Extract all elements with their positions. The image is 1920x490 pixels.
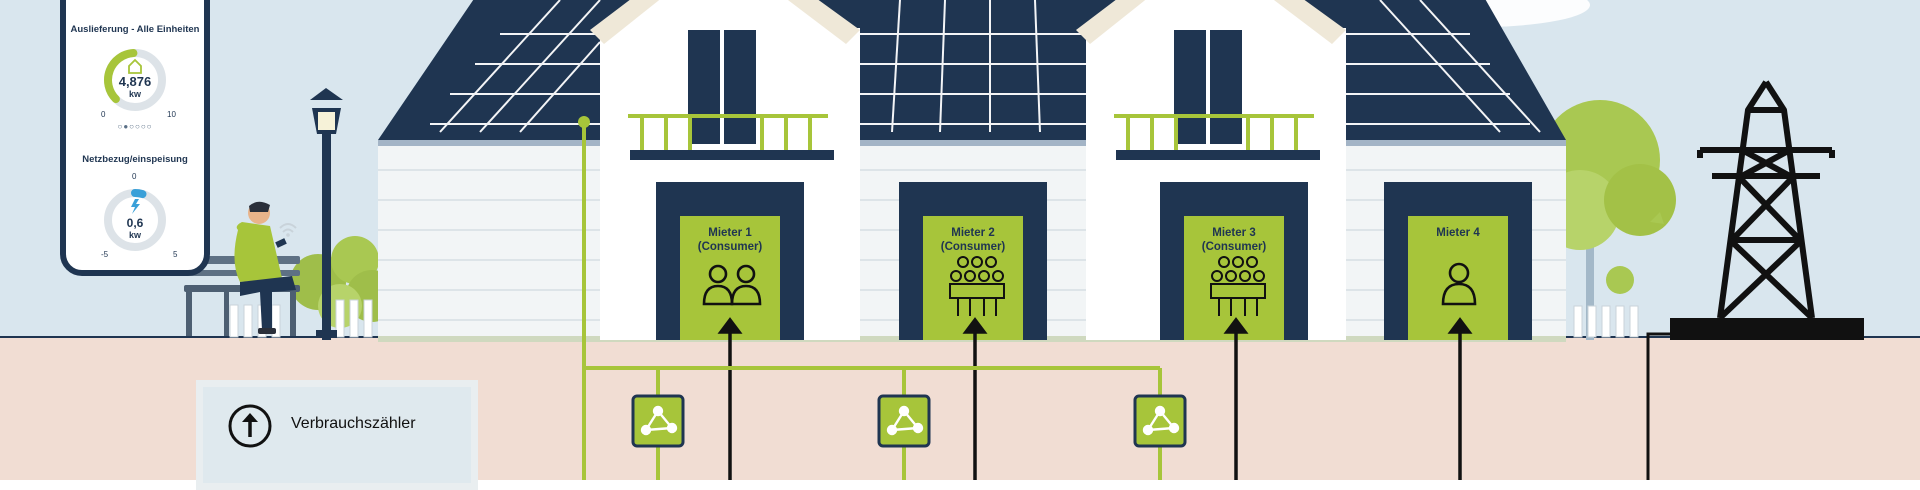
grid-max: 5 (173, 250, 178, 259)
grid-value: 0,6 (126, 216, 144, 230)
delivery-min: 0 (101, 110, 106, 119)
tenant-name: Mieter 2 (951, 227, 995, 239)
tenant-label-4: Mieter 4 (1408, 226, 1508, 240)
grid-gauge-fill (131, 188, 147, 199)
page-dots[interactable]: ○●○○○○ (117, 122, 153, 131)
tenant-label-2: Mieter 2 (Consumer) (923, 226, 1023, 254)
legend-label: Verbrauchszähler (291, 415, 416, 432)
tower-cable (1646, 332, 1670, 480)
delivery-max: 10 (167, 110, 176, 119)
tenant-name: Mieter 1 (708, 227, 752, 239)
delivery-gauge-fill (104, 49, 138, 104)
tenant-label-3: Mieter 3 (Consumer) (1184, 226, 1284, 254)
group-icon-3 (1210, 256, 1266, 316)
group-icon-2 (949, 256, 1005, 316)
smartphone-app: Auslieferung - Alle Einheiten 4,876 kw 0… (60, 0, 210, 276)
tenant-label-1: Mieter 1 (Consumer) (680, 226, 780, 254)
network-node-icon (631, 394, 685, 448)
tenant-role: (Consumer) (940, 241, 1006, 253)
grid-min: -5 (101, 250, 109, 259)
door-mieter-4 (1384, 182, 1532, 340)
tenant-name: Mieter 4 (1436, 227, 1480, 239)
power-line-node (578, 116, 590, 128)
home-icon (128, 58, 142, 74)
app-title: Auslieferung - Alle Einheiten (70, 24, 200, 35)
delivery-value: 4,876 (118, 74, 152, 89)
network-node-icon (1133, 394, 1187, 448)
right-fence (1573, 305, 1639, 338)
network-node-icon (877, 394, 931, 448)
house-roof (378, 0, 1566, 146)
legend-box: Verbrauchszähler (196, 380, 478, 490)
person-icon (1441, 262, 1477, 306)
lightning-icon (131, 199, 140, 214)
grid-gauge (104, 188, 166, 251)
door-mieter-1 (656, 182, 804, 340)
grid-unit: kw (128, 230, 141, 240)
transmission-tower-icon (1697, 80, 1835, 321)
delivery-unit: kw (128, 89, 141, 99)
grid-top: 0 (132, 172, 137, 181)
tenant-role: (Consumer) (697, 241, 763, 253)
meter-arrows (717, 317, 1473, 480)
grid-title: Netzbezug/einspeisung (82, 154, 188, 165)
lamp-post-icon (310, 88, 343, 340)
scene-illustration (0, 0, 1920, 480)
two-people-icon (702, 264, 762, 306)
tenant-name: Mieter 3 (1212, 227, 1256, 239)
up-arrow-circle-icon (228, 404, 272, 448)
tower-base (1670, 318, 1864, 340)
tenant-role: (Consumer) (1201, 241, 1267, 253)
person-on-bench-icon (180, 201, 300, 336)
delivery-gauge (104, 49, 166, 111)
